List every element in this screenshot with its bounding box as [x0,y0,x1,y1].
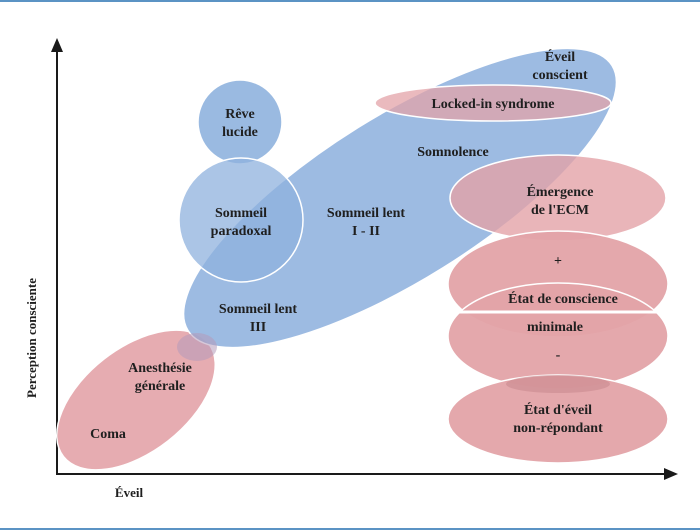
label-reve-lucide-2: lucide [222,125,258,140]
label-ecm-minus: - [556,348,561,363]
anesthesia-overlap [177,333,217,361]
label-sommeil-paradoxal-2: paradoxal [211,224,272,239]
label-anesthesie-1: Anesthésie [128,361,192,376]
label-sommeil-lent-12-1: Sommeil lent [327,206,405,221]
x-axis-label: Éveil [115,485,144,500]
label-sommeil-lent-3-2: III [250,320,266,335]
locked-in-ellipse [374,84,612,122]
label-ecm-bottom: minimale [527,320,583,335]
label-anesthesie-2: générale [135,379,186,394]
label-eveil-conscient-1: Éveil [545,48,575,65]
label-sommeil-lent-12-2: I - II [352,224,380,239]
x-axis-arrow [664,468,678,480]
reve-lucide-circle [197,79,283,165]
label-reve-lucide-1: Rêve [225,107,255,122]
label-sommeil-lent-3-1: Sommeil lent [219,302,297,317]
label-emergence-2: de l'ECM [531,203,589,218]
label-somnolence: Somnolence [417,145,489,160]
minus-nonrep-overlap [506,375,610,393]
sommeil-paradoxal-circle [178,157,304,283]
label-emergence-1: Émergence [527,183,594,200]
label-non-repondant-2: non-répondant [513,421,603,436]
label-ecm-top: État de conscience [508,290,618,307]
y-axis-arrow [51,38,63,52]
sleep-wake-ellipse [182,47,618,349]
label-locked-in: Locked-in syndrome [431,97,554,112]
label-ecm-plus: + [554,254,562,269]
label-sommeil-paradoxal-1: Sommeil [215,206,267,221]
y-axis-label: Perception consciente [24,278,39,398]
label-non-repondant-1: État d'éveil [524,401,592,418]
label-coma: Coma [90,427,126,442]
label-eveil-conscient-2: conscient [532,68,588,83]
